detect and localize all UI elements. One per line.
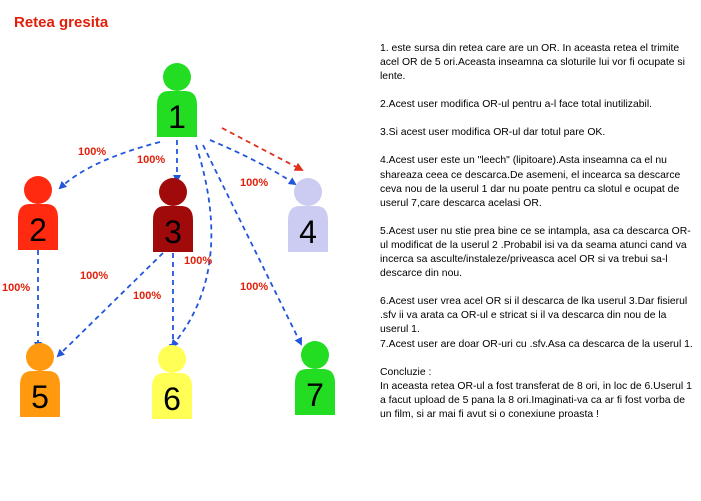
user-head xyxy=(158,345,186,373)
user-body xyxy=(153,206,193,252)
user-body xyxy=(20,371,60,417)
user-node-2: 2 xyxy=(18,176,58,250)
user-head xyxy=(26,343,54,371)
spacer xyxy=(380,140,696,154)
user-node-5: 5 xyxy=(20,343,60,417)
note-paragraph: 6.Acest user vrea acel OR si il descarca… xyxy=(380,296,688,336)
edge-1-to-4-blocked xyxy=(221,127,304,171)
user-node-6: 6 xyxy=(152,345,192,419)
user-node-label: 6 xyxy=(163,381,181,417)
note-paragraph: 4.Acest user este un "leech" (lipitoare)… xyxy=(380,155,681,209)
edges-layer xyxy=(34,127,304,358)
edge-labels-layer: 100% 100% 100% 100% 100% 100% 100% 100% xyxy=(2,146,268,302)
user-body xyxy=(152,373,192,419)
user-head xyxy=(301,341,329,369)
user-body xyxy=(295,369,335,415)
user-head xyxy=(163,63,191,91)
user-node-label: 5 xyxy=(31,379,49,415)
spacer xyxy=(380,281,696,295)
edge-1-to-2 xyxy=(58,141,161,190)
user-node-label: 1 xyxy=(168,99,186,135)
edge-label-3-6: 100% xyxy=(133,290,161,302)
edge-1-to-7 xyxy=(202,144,302,346)
note-paragraph: In aceasta retea OR-ul a fost transferat… xyxy=(380,380,692,420)
user-node-label: 3 xyxy=(164,214,182,250)
user-head xyxy=(294,178,322,206)
diagram-title: Retea gresita xyxy=(14,14,109,31)
note-paragraph: 1. este sursa din retea care are un OR. … xyxy=(380,43,685,83)
user-node-label: 2 xyxy=(29,212,47,248)
note-paragraph: 3.Si acest user modifica OR-ul dar totul… xyxy=(380,127,606,139)
note-paragraph: 5.Acest user nu stie prea bine ce se int… xyxy=(380,225,691,280)
user-head xyxy=(24,176,52,204)
user-node-3: 3 xyxy=(153,178,193,252)
edge-label-1-7: 100% xyxy=(240,281,268,293)
user-node-1: 1 xyxy=(157,63,197,137)
edge-label-1-6: 100% xyxy=(184,255,212,267)
user-node-label: 4 xyxy=(299,214,317,250)
user-body xyxy=(288,206,328,252)
spacer xyxy=(380,84,696,98)
edge-3-to-5 xyxy=(56,252,164,358)
user-node-7: 7 xyxy=(295,341,335,415)
user-node-label: 7 xyxy=(306,377,324,413)
edge-label-2-5: 100% xyxy=(2,282,30,294)
spacer xyxy=(380,352,696,366)
spacer xyxy=(380,211,696,225)
edge-label-1-4: 100% xyxy=(240,177,268,189)
user-node-4: 4 xyxy=(288,178,328,252)
note-paragraph: 7.Acest user are doar OR-uri cu .sfv.Asa… xyxy=(380,338,693,350)
user-body xyxy=(18,204,58,250)
user-head xyxy=(159,178,187,206)
user-body xyxy=(157,91,197,137)
edge-label-3-5: 100% xyxy=(80,270,108,282)
explanation-text: 1. este sursa din retea care are un OR. … xyxy=(380,42,696,422)
spacer xyxy=(380,112,696,126)
network-diagram: 100% 100% 100% 100% 100% 100% 100% 100% 1 2 3 4 5 6 7 xyxy=(2,63,335,419)
nodes-layer: 1 2 3 4 5 6 7 xyxy=(18,63,335,419)
note-paragraph: 2.Acest user modifica OR-ul pentru a-l f… xyxy=(380,99,653,111)
edge-label-1-3: 100% xyxy=(137,154,165,166)
note-paragraph: Concluzie : xyxy=(380,366,432,378)
edge-label-1-2: 100% xyxy=(78,146,106,158)
edge-1-to-6 xyxy=(170,144,213,348)
edge-1-to-4 xyxy=(209,139,297,186)
